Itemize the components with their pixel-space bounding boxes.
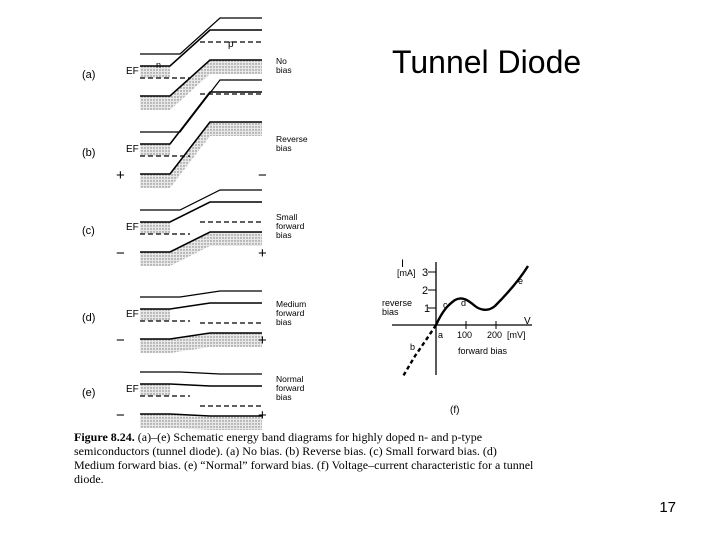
caption-lead: Figure 8.24. — [74, 430, 135, 444]
current-axis-label: I — [401, 258, 404, 270]
voltage-axis-label: V — [524, 316, 531, 327]
figure-caption: Figure 8.24. (a)–(e) Schematic energy ba… — [74, 430, 536, 486]
point-b-label: b — [410, 342, 415, 352]
panel-label: (c) — [82, 225, 95, 237]
y-tick-1: 1 — [424, 303, 430, 315]
fermi-energy-label: EF — [126, 144, 139, 155]
voltage-axis-unit: [mV] — [507, 330, 526, 340]
forward-bias-label: forward bias — [458, 346, 508, 356]
right-bias-sign: + — [258, 332, 267, 349]
valence-band-edge — [140, 413, 262, 417]
vacuum-level-line — [140, 17, 262, 55]
n-side-filled-states — [140, 309, 170, 321]
caption-text: (a)–(e) Schematic energy band diagrams f… — [74, 430, 534, 486]
panel-label: (e) — [82, 387, 95, 399]
current-axis-unit: [mA] — [397, 268, 416, 278]
bias-label-line: forward — [276, 383, 305, 393]
page-number: 17 — [659, 499, 676, 516]
bias-label-line: bias — [276, 65, 292, 75]
vacuum-level-line — [140, 79, 262, 133]
iv-characteristic-plot: I [mA] 3 2 1 V 100 200 [mV] a b c d e re… — [382, 258, 532, 416]
panel-f-label: (f) — [450, 405, 459, 416]
bias-label-line: forward — [276, 308, 305, 318]
left-bias-sign: − — [116, 407, 125, 424]
right-bias-sign: + — [258, 245, 267, 262]
valence-band-fill — [140, 414, 262, 430]
bias-label-line: bias — [276, 230, 292, 240]
bias-label-line: Normal — [276, 374, 304, 384]
bias-label-line: Medium — [276, 299, 306, 309]
panel-label: (b) — [82, 147, 95, 159]
n-side-filled-states — [140, 222, 170, 234]
reverse-bias-label-line2: bias — [382, 307, 399, 317]
panel-label: (d) — [82, 312, 95, 324]
n-side-filled-states — [140, 144, 170, 156]
x-tick-100: 100 — [457, 330, 472, 340]
x-tick-200: 200 — [487, 330, 502, 340]
valence-band-fill — [140, 122, 262, 188]
vacuum-level-line — [140, 189, 262, 211]
bias-label-line: Reverse — [276, 134, 308, 144]
valence-band-edge — [140, 121, 262, 175]
n-side-filled-states — [140, 384, 170, 396]
bias-label-line: No — [276, 56, 287, 66]
valence-band-edge — [140, 332, 262, 340]
conduction-band-edge — [140, 29, 262, 67]
n-region-label: n — [156, 60, 161, 70]
valence-band-edge — [140, 231, 262, 253]
bias-label-line: bias — [276, 392, 292, 402]
conduction-band-edge — [140, 302, 262, 310]
panel-label: (a) — [82, 69, 95, 81]
valence-band-fill — [140, 333, 262, 353]
vacuum-level-line — [140, 290, 262, 298]
fermi-energy-label: EF — [126, 309, 139, 320]
iv-curve-reverse — [400, 324, 437, 379]
valence-band-fill — [140, 232, 262, 266]
point-a-label: a — [438, 330, 443, 340]
iv-curve-forward — [434, 265, 530, 326]
bias-label-line: forward — [276, 221, 305, 231]
y-tick-3: 3 — [422, 267, 428, 279]
conduction-band-edge — [140, 201, 262, 223]
reverse-bias-label-line1: reverse — [382, 298, 412, 308]
p-region-label: p — [228, 39, 234, 50]
fermi-energy-label: EF — [126, 222, 139, 233]
fermi-energy-label: EF — [126, 384, 139, 395]
n-side-filled-states — [140, 66, 170, 78]
right-bias-sign: − — [258, 167, 267, 184]
bias-label-line: bias — [276, 143, 292, 153]
y-tick-2: 2 — [422, 285, 428, 297]
point-c-label: c — [443, 300, 448, 310]
fermi-energy-label: EF — [126, 66, 139, 77]
conduction-band-edge — [140, 383, 262, 387]
left-bias-sign: − — [116, 245, 125, 262]
point-d-label: d — [461, 298, 466, 308]
valence-band-fill — [140, 60, 262, 110]
bias-label-line: Small — [276, 212, 297, 222]
slide-title: Tunnel Diode — [392, 44, 582, 80]
left-bias-sign: + — [116, 167, 125, 184]
left-bias-sign: − — [116, 332, 125, 349]
point-e-label: e — [518, 276, 523, 286]
vacuum-level-line — [140, 371, 262, 375]
right-bias-sign: + — [258, 407, 267, 424]
bias-label-line: bias — [276, 317, 292, 327]
conduction-band-edge — [140, 91, 262, 145]
